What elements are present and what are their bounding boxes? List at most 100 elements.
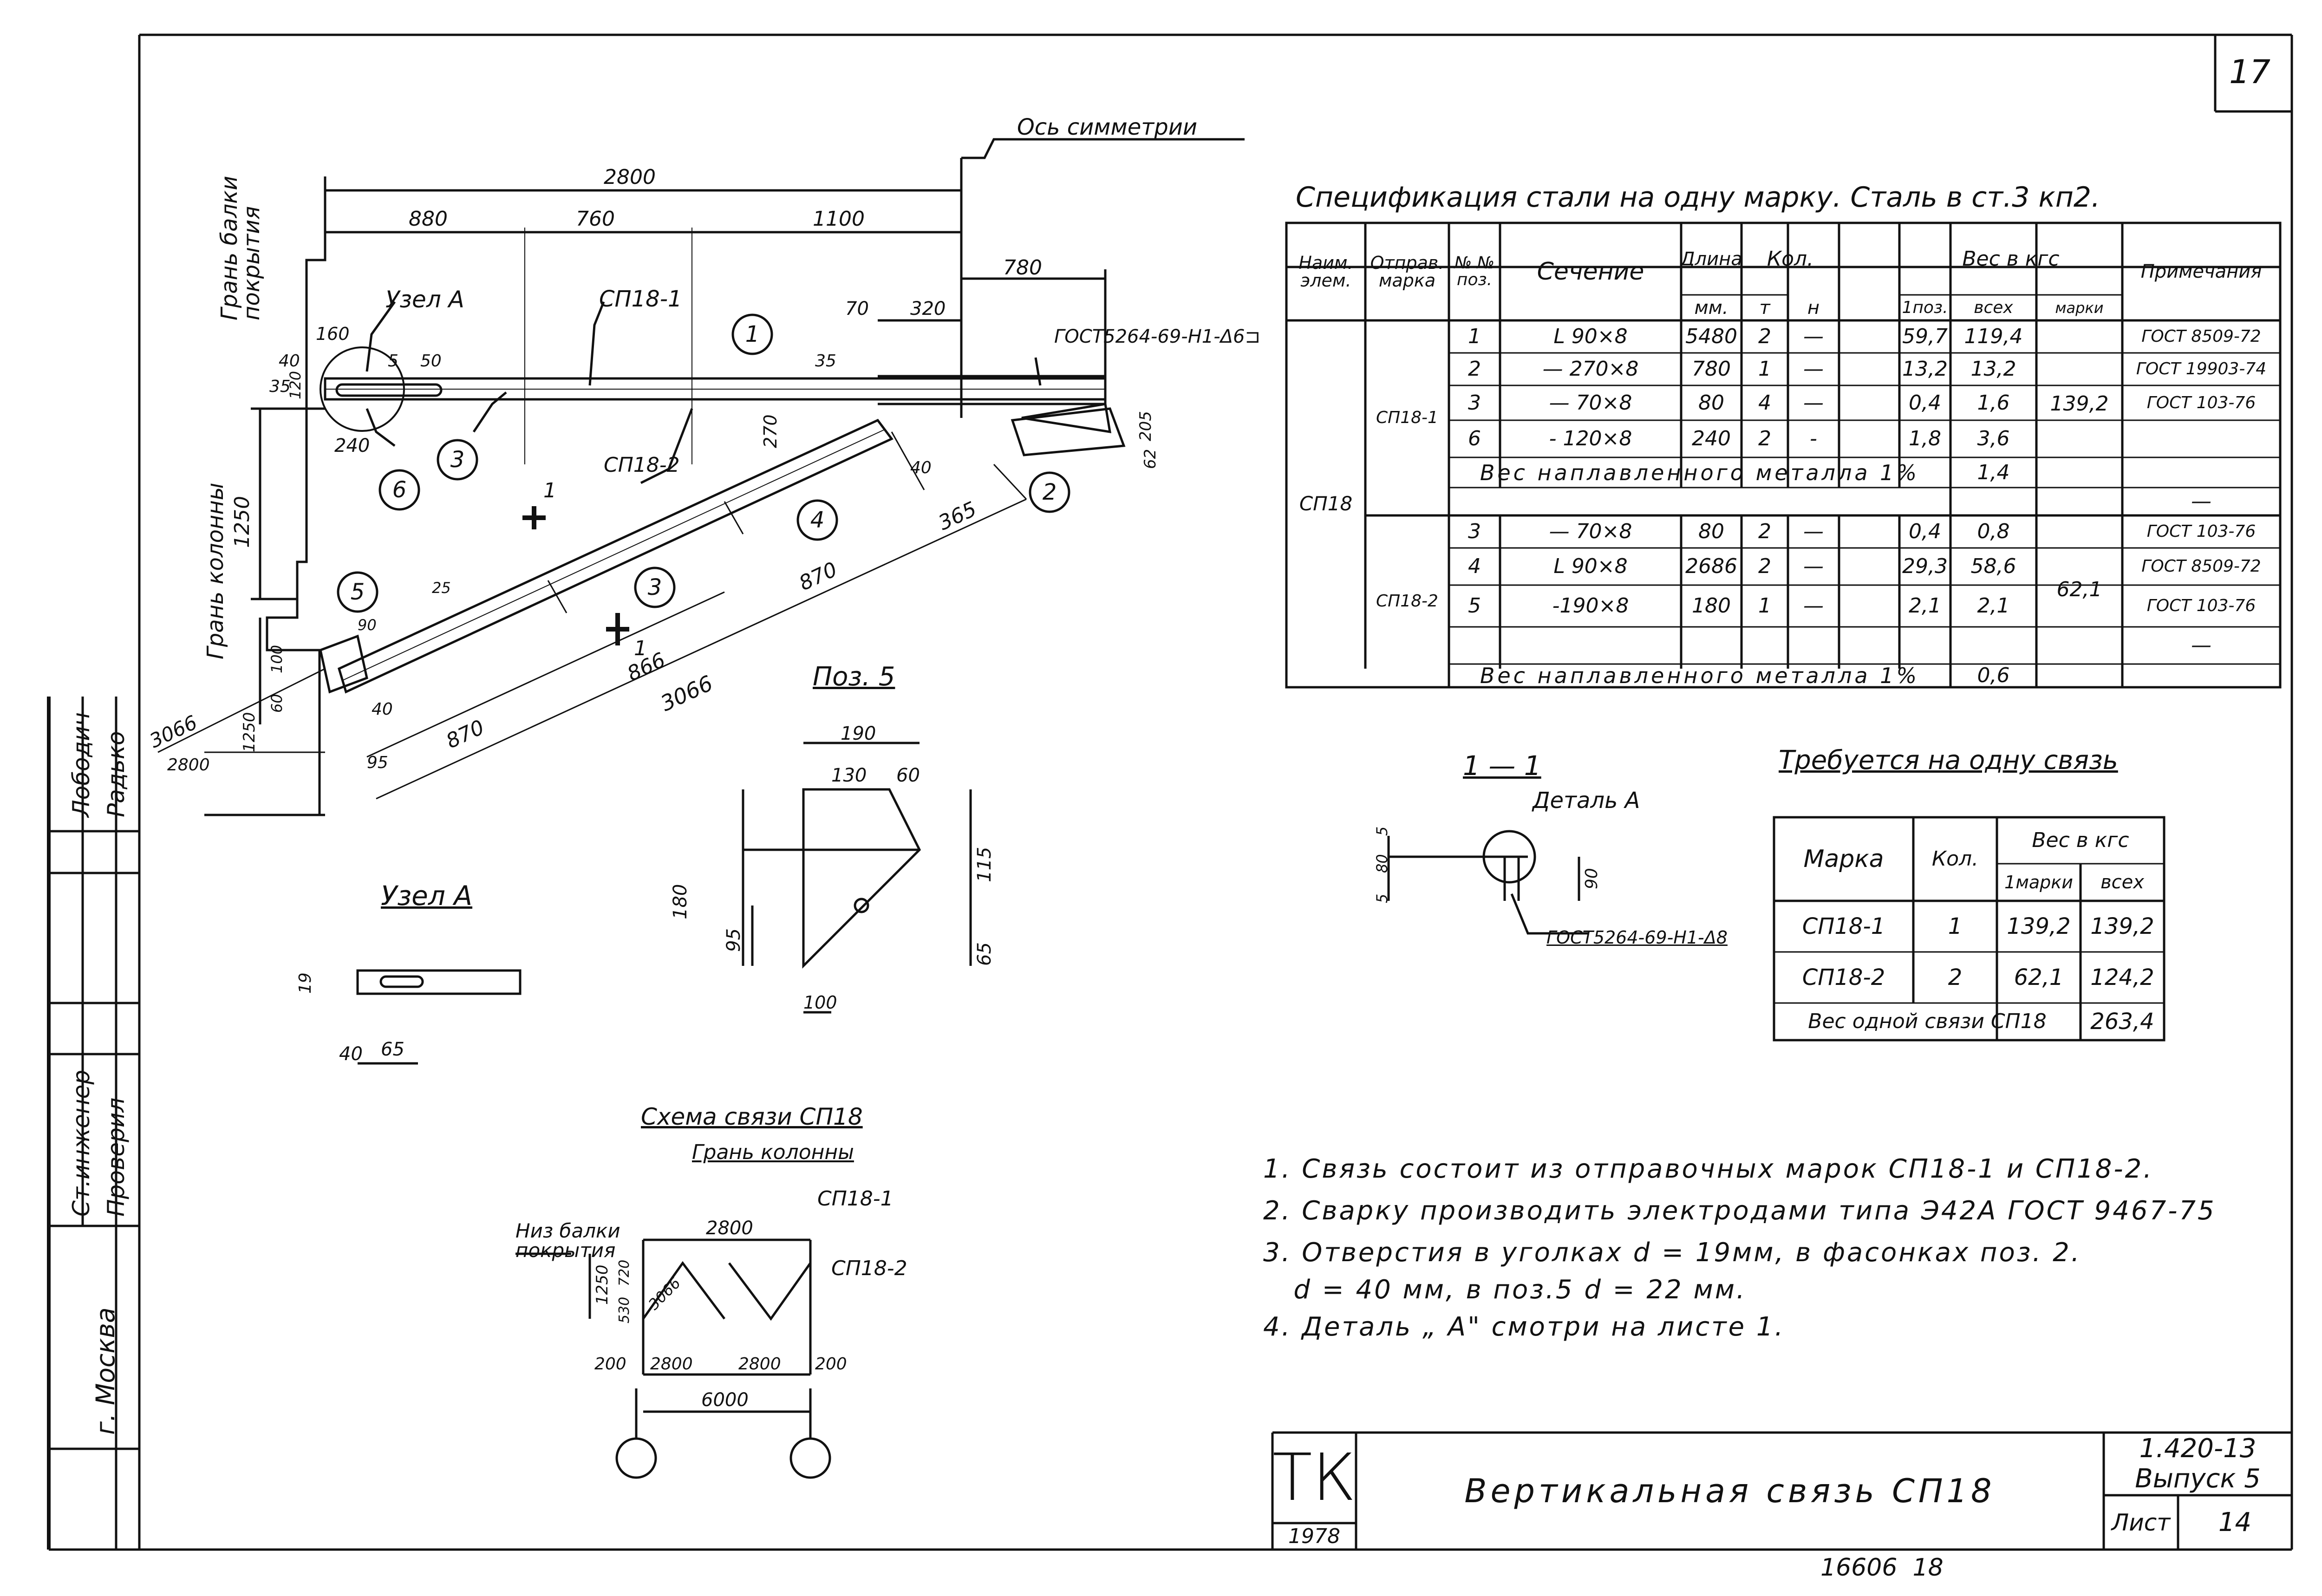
- scheme-dim-200-r: 200: [815, 1355, 847, 1374]
- spec-cell-one: 0,4: [1909, 391, 1941, 415]
- spec-cell-one: 0,4: [1909, 520, 1941, 543]
- req-hdr-w-mark: 1марки: [2004, 872, 2073, 892]
- spec-cell-t: 1: [1758, 357, 1771, 381]
- spec-weld-text-2: Вес наплавленного металла 1%: [1480, 663, 1920, 688]
- dim-880: 880: [409, 207, 448, 231]
- spec-cell-poz: 5: [1468, 594, 1481, 618]
- corner-number: 17: [2229, 53, 2271, 91]
- dim-205: 205: [1136, 411, 1155, 441]
- spec-cell-all: 3,6: [1977, 427, 2010, 450]
- spec-weld-value-2: 0,6: [1977, 664, 2010, 687]
- spec-cell-note: [2122, 420, 2280, 457]
- title-year: 1978: [1288, 1524, 1340, 1548]
- spec-cell-one: 29,3: [1902, 554, 1948, 578]
- poz5-dim-65: 65: [974, 942, 995, 966]
- dim-62: 62: [1141, 449, 1160, 469]
- spec-hdr-qty-n: н: [1807, 297, 1820, 319]
- sheet-title: Вертикальная связь СП18: [1464, 1472, 1996, 1510]
- stamp-name-1: Лободич: [68, 712, 95, 817]
- req-cell-mark: СП18-1: [1802, 913, 1885, 939]
- spec-cell-all: 58,6: [1970, 554, 2016, 578]
- required-title: Требуется на одну связь: [1779, 745, 2118, 775]
- dim-1100: 1100: [813, 207, 865, 231]
- spec-cell-note: ГОСТ 8509-72: [2141, 557, 2261, 576]
- dim-1250: 1250: [230, 496, 254, 548]
- spec-cell-n: —: [1803, 325, 1824, 348]
- spec-hdr-note: Примечания: [2140, 261, 2262, 282]
- dim-70: 70: [845, 298, 869, 319]
- dim-320: 320: [910, 298, 946, 319]
- req-cell-qty: 2: [1948, 964, 1963, 990]
- poz5-dim-100: 100: [803, 992, 837, 1013]
- spec-cell-section: — 270×8: [1542, 357, 1639, 381]
- spec-cell-one: 2,1: [1909, 594, 1941, 618]
- dim-95: 95: [367, 753, 388, 772]
- position-marker-4: 4: [810, 507, 825, 533]
- spec-hdr-poz: № № поз.: [1454, 254, 1495, 289]
- spec-cell-len: 180: [1692, 594, 1731, 618]
- dim-40-c: 40: [910, 458, 932, 477]
- scheme-dim-1250: 1250: [593, 1264, 612, 1305]
- section-dim-80: 80: [1373, 854, 1391, 873]
- stamp-name-2: Радько: [103, 731, 130, 817]
- spec-cell-one: 13,2: [1902, 357, 1948, 381]
- dim-100: 100: [268, 645, 286, 673]
- spec-cell-poz: 2: [1468, 357, 1481, 381]
- beam-face-label: Грань балки покрытия: [216, 176, 265, 320]
- section-dim-5b: 5: [1373, 893, 1391, 903]
- issue-number: Выпуск 5: [2135, 1464, 2261, 1494]
- spec-cell-all: 1,6: [1977, 391, 2010, 415]
- poz5-dim-180: 180: [670, 884, 691, 919]
- scheme-title: Схема связи СП18: [641, 1103, 863, 1130]
- spec-hdr-length-unit: мм.: [1694, 297, 1728, 319]
- dim-35-a: 35: [815, 352, 836, 371]
- scheme-dim-2800-r: 2800: [738, 1355, 781, 1374]
- spec-mark-1-weight: 139,2: [2050, 392, 2109, 416]
- req-cell-w-all: 139,2: [2090, 913, 2154, 939]
- spec-hdr-otprav: Отправ. марка: [1370, 253, 1444, 291]
- req-cell-w-mark: 62,1: [2014, 964, 2064, 990]
- dim-25: 25: [432, 579, 451, 597]
- position-marker-3a: 3: [450, 447, 465, 473]
- poz5-dim-130: 130: [831, 765, 867, 786]
- spec-hdr-weight: Вес в кгс: [1962, 247, 2060, 271]
- scheme-dim-200-l: 200: [594, 1355, 626, 1374]
- dim-2800: 2800: [604, 165, 656, 189]
- position-marker-6: 6: [392, 477, 407, 503]
- spec-cell-section: L 90×8: [1553, 325, 1628, 348]
- spec-cell-note: ГОСТ 19903-74: [2136, 359, 2267, 378]
- spec-cell-poz: 4: [1468, 554, 1481, 578]
- dim-40: 40: [279, 352, 300, 371]
- spec-cell-len: 240: [1692, 427, 1731, 450]
- poz5-dim-95: 95: [723, 928, 744, 952]
- poz5-dim-60: 60: [896, 765, 920, 786]
- node-a-label: Узел А: [385, 286, 464, 313]
- spec-cell-t: 4: [1758, 391, 1771, 415]
- dim-780: 780: [1003, 256, 1042, 280]
- spec-cell-note: ГОСТ 8509-72: [2141, 327, 2261, 346]
- scheme-dim-2800-l: 2800: [650, 1355, 693, 1374]
- spec-cell-t: 2: [1758, 325, 1771, 348]
- org-logo: ТК: [1272, 1440, 1356, 1516]
- spec-cell-n: —: [1803, 520, 1824, 543]
- spec-cell-len: 80: [1698, 391, 1724, 415]
- series-number: 1.420-13: [2139, 1433, 2257, 1464]
- spec-cell-all: 13,2: [1970, 357, 2016, 381]
- note-3-cont: d = 40 мм, в поз.5 d = 22 мм.: [1263, 1275, 1747, 1305]
- note-4: 4. Деталь „ А" смотри на листе 1.: [1263, 1312, 1785, 1342]
- req-hdr-qty: Кол.: [1931, 847, 1979, 871]
- req-cell-w-all: 124,2: [2090, 964, 2154, 990]
- spec-cell-note: ГОСТ 103-76: [2146, 522, 2256, 541]
- spec-cell-section: - 120×8: [1549, 427, 1632, 450]
- section-detail-a: Деталь А: [1533, 788, 1640, 814]
- section-dim-5a: 5: [1373, 826, 1391, 836]
- dim-1250-b: 1250: [240, 712, 259, 752]
- req-total-value: 263,4: [2090, 1009, 2154, 1035]
- dim-270: 270: [760, 414, 781, 448]
- spec-hdr-w-one: 1поз.: [1902, 298, 1948, 317]
- column-face-label: Грань колонны: [202, 482, 228, 659]
- spec-cell-section: -190×8: [1552, 594, 1629, 618]
- dim-60: 60: [268, 694, 286, 713]
- spec-hdr-qty: Кол.: [1767, 247, 1814, 271]
